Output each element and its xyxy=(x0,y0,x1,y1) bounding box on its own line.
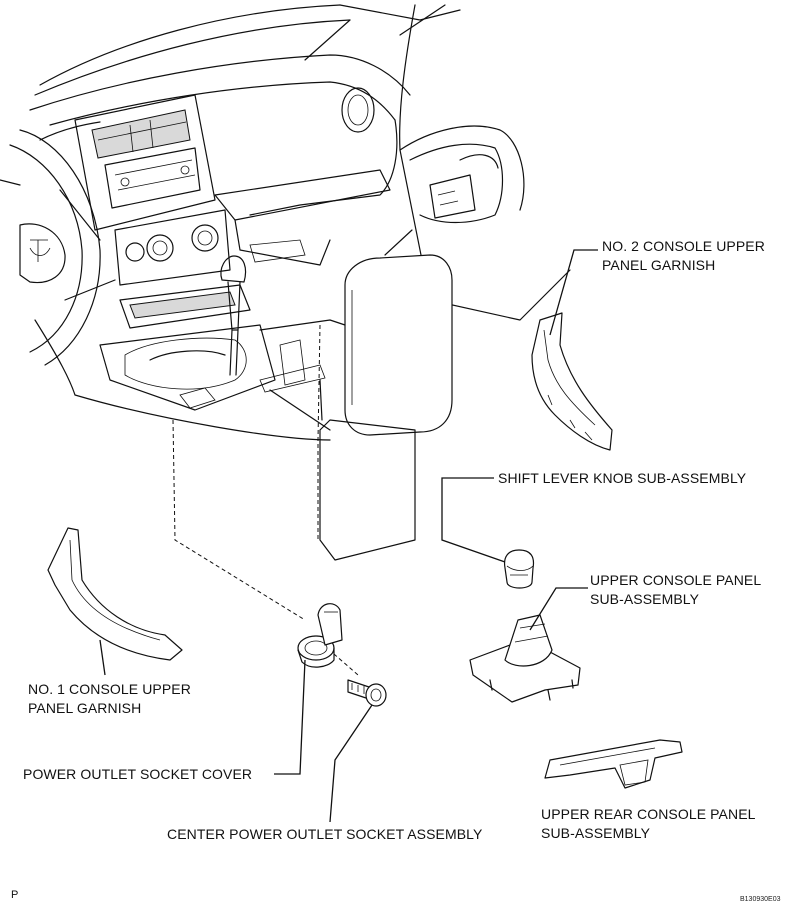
leader-lines xyxy=(99,249,598,823)
upper-panel-label-line2: SUB-ASSEMBLY xyxy=(590,591,700,607)
upper-console-panel xyxy=(469,614,581,703)
no2-garnish-label-line2: PANEL GARNISH xyxy=(602,257,716,273)
upper-panel-label-line1: UPPER CONSOLE PANEL xyxy=(590,572,762,588)
rear-panel-label-line1: UPPER REAR CONSOLE PANEL xyxy=(541,806,756,822)
no1-garnish-label-line1: NO. 1 CONSOLE UPPER xyxy=(28,681,191,697)
corner-mark: P xyxy=(11,889,19,901)
center-power-outlet-socket xyxy=(347,679,387,707)
no1-garnish-label-line2: PANEL GARNISH xyxy=(28,700,142,716)
upper-rear-console-panel xyxy=(544,739,683,789)
no2-garnish-label-line1: NO. 2 CONSOLE UPPER xyxy=(602,238,765,254)
shift-knob-label: SHIFT LEVER KNOB SUB-ASSEMBLY xyxy=(498,470,747,486)
shift-lever-knob xyxy=(503,549,535,589)
power-outlet-socket-cover xyxy=(297,603,343,668)
steering-wheel xyxy=(0,129,116,366)
figure-code: B130930E03 xyxy=(740,896,781,903)
center-socket-label: CENTER POWER OUTLET SOCKET ASSEMBLY xyxy=(167,826,483,842)
socket-cover-label: POWER OUTLET SOCKET COVER xyxy=(23,766,253,782)
no2-console-upper-panel-garnish xyxy=(531,312,613,451)
rear-panel-label-line2: SUB-ASSEMBLY xyxy=(541,825,651,841)
no1-console-upper-panel-garnish xyxy=(47,527,183,661)
lower-center-console xyxy=(34,255,331,441)
windshield-frame xyxy=(34,4,461,96)
console-box xyxy=(259,229,453,561)
door-panel xyxy=(399,4,571,321)
dashboard xyxy=(29,54,411,286)
